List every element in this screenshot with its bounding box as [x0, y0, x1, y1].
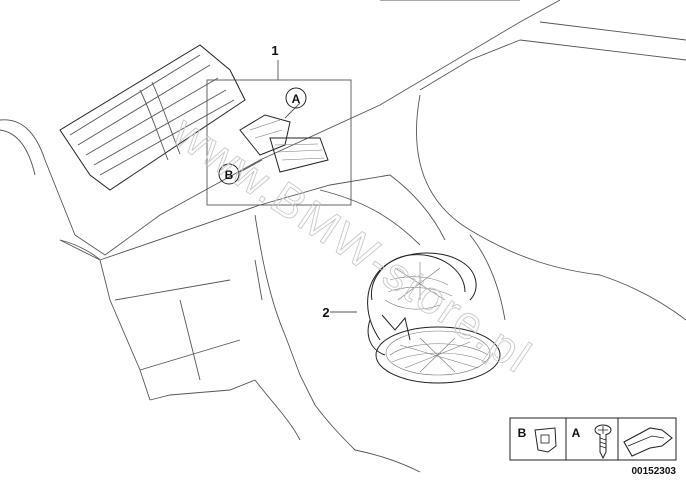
diagram-number: 00152303	[632, 466, 677, 477]
part-1-number: 1	[271, 43, 278, 58]
clip-nut-icon	[534, 427, 557, 453]
callout-b-label: B	[225, 168, 234, 182]
cup-holder	[330, 252, 501, 384]
air-vent	[59, 44, 246, 191]
legend-a-label: A	[572, 426, 581, 440]
callout-a-label: A	[292, 92, 301, 106]
fastener-legend: B A	[509, 417, 677, 461]
part-2-number: 2	[322, 305, 329, 320]
legend-b-label: B	[518, 426, 527, 440]
dashboard-outline	[0, 0, 686, 473]
callout-b: B	[218, 163, 240, 185]
detail-box	[206, 60, 352, 206]
callout-a: A	[285, 87, 307, 109]
direction-arrow-icon	[623, 427, 673, 457]
screw-icon	[594, 424, 612, 460]
watermark: www.BMW-store.pl	[164, 105, 542, 383]
